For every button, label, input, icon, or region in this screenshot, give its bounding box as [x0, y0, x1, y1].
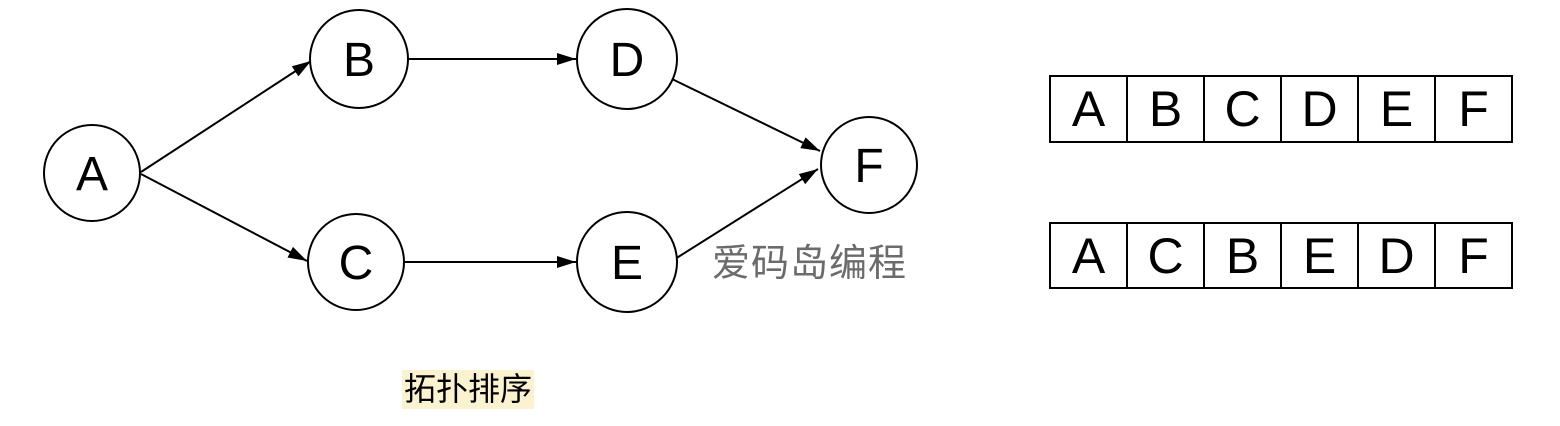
graph-node-C: C: [307, 213, 405, 311]
sequence-cell: F: [1434, 222, 1513, 289]
edge-A-B: [140, 60, 312, 173]
node-circle-A: [43, 124, 141, 222]
node-label-A: A: [76, 148, 108, 201]
edge-D-F: [671, 78, 821, 152]
graph-node-A: A: [43, 124, 141, 222]
sequence-cell: D: [1357, 222, 1436, 289]
sequence-cell: B: [1126, 75, 1205, 143]
nodes-layer: A B C D E F: [43, 8, 918, 313]
node-label-C: C: [339, 237, 374, 290]
node-circle-D: [576, 8, 678, 110]
caption-topological-sort: 拓扑排序: [402, 370, 535, 409]
sequence-cell: E: [1357, 75, 1436, 143]
sequence-cell: C: [1203, 75, 1282, 143]
sequence-cell: A: [1049, 75, 1128, 143]
node-label-F: F: [854, 140, 883, 193]
sequence-cell: C: [1126, 222, 1205, 289]
node-label-E: E: [611, 237, 643, 290]
sequence-cell: A: [1049, 222, 1128, 289]
edge-A-C: [140, 173, 308, 262]
graph-node-D: D: [576, 8, 678, 110]
sequence-cell: E: [1280, 222, 1359, 289]
graph-node-F: F: [820, 116, 918, 214]
sequence-cell: D: [1280, 75, 1359, 143]
node-circle-B: [309, 9, 409, 109]
edges-layer: [140, 53, 821, 268]
sequence-cell: B: [1203, 222, 1282, 289]
node-circle-C: [307, 213, 405, 311]
graph-node-E: E: [576, 211, 678, 313]
edge-E-F: [674, 168, 819, 260]
graph-node-B: B: [309, 9, 409, 109]
sequence-cell: F: [1434, 75, 1513, 143]
node-label-B: B: [343, 34, 375, 87]
node-circle-F: [820, 116, 918, 214]
node-label-D: D: [610, 34, 645, 87]
watermark-text: 爱码岛编程: [712, 241, 908, 285]
node-circle-E: [576, 211, 678, 313]
